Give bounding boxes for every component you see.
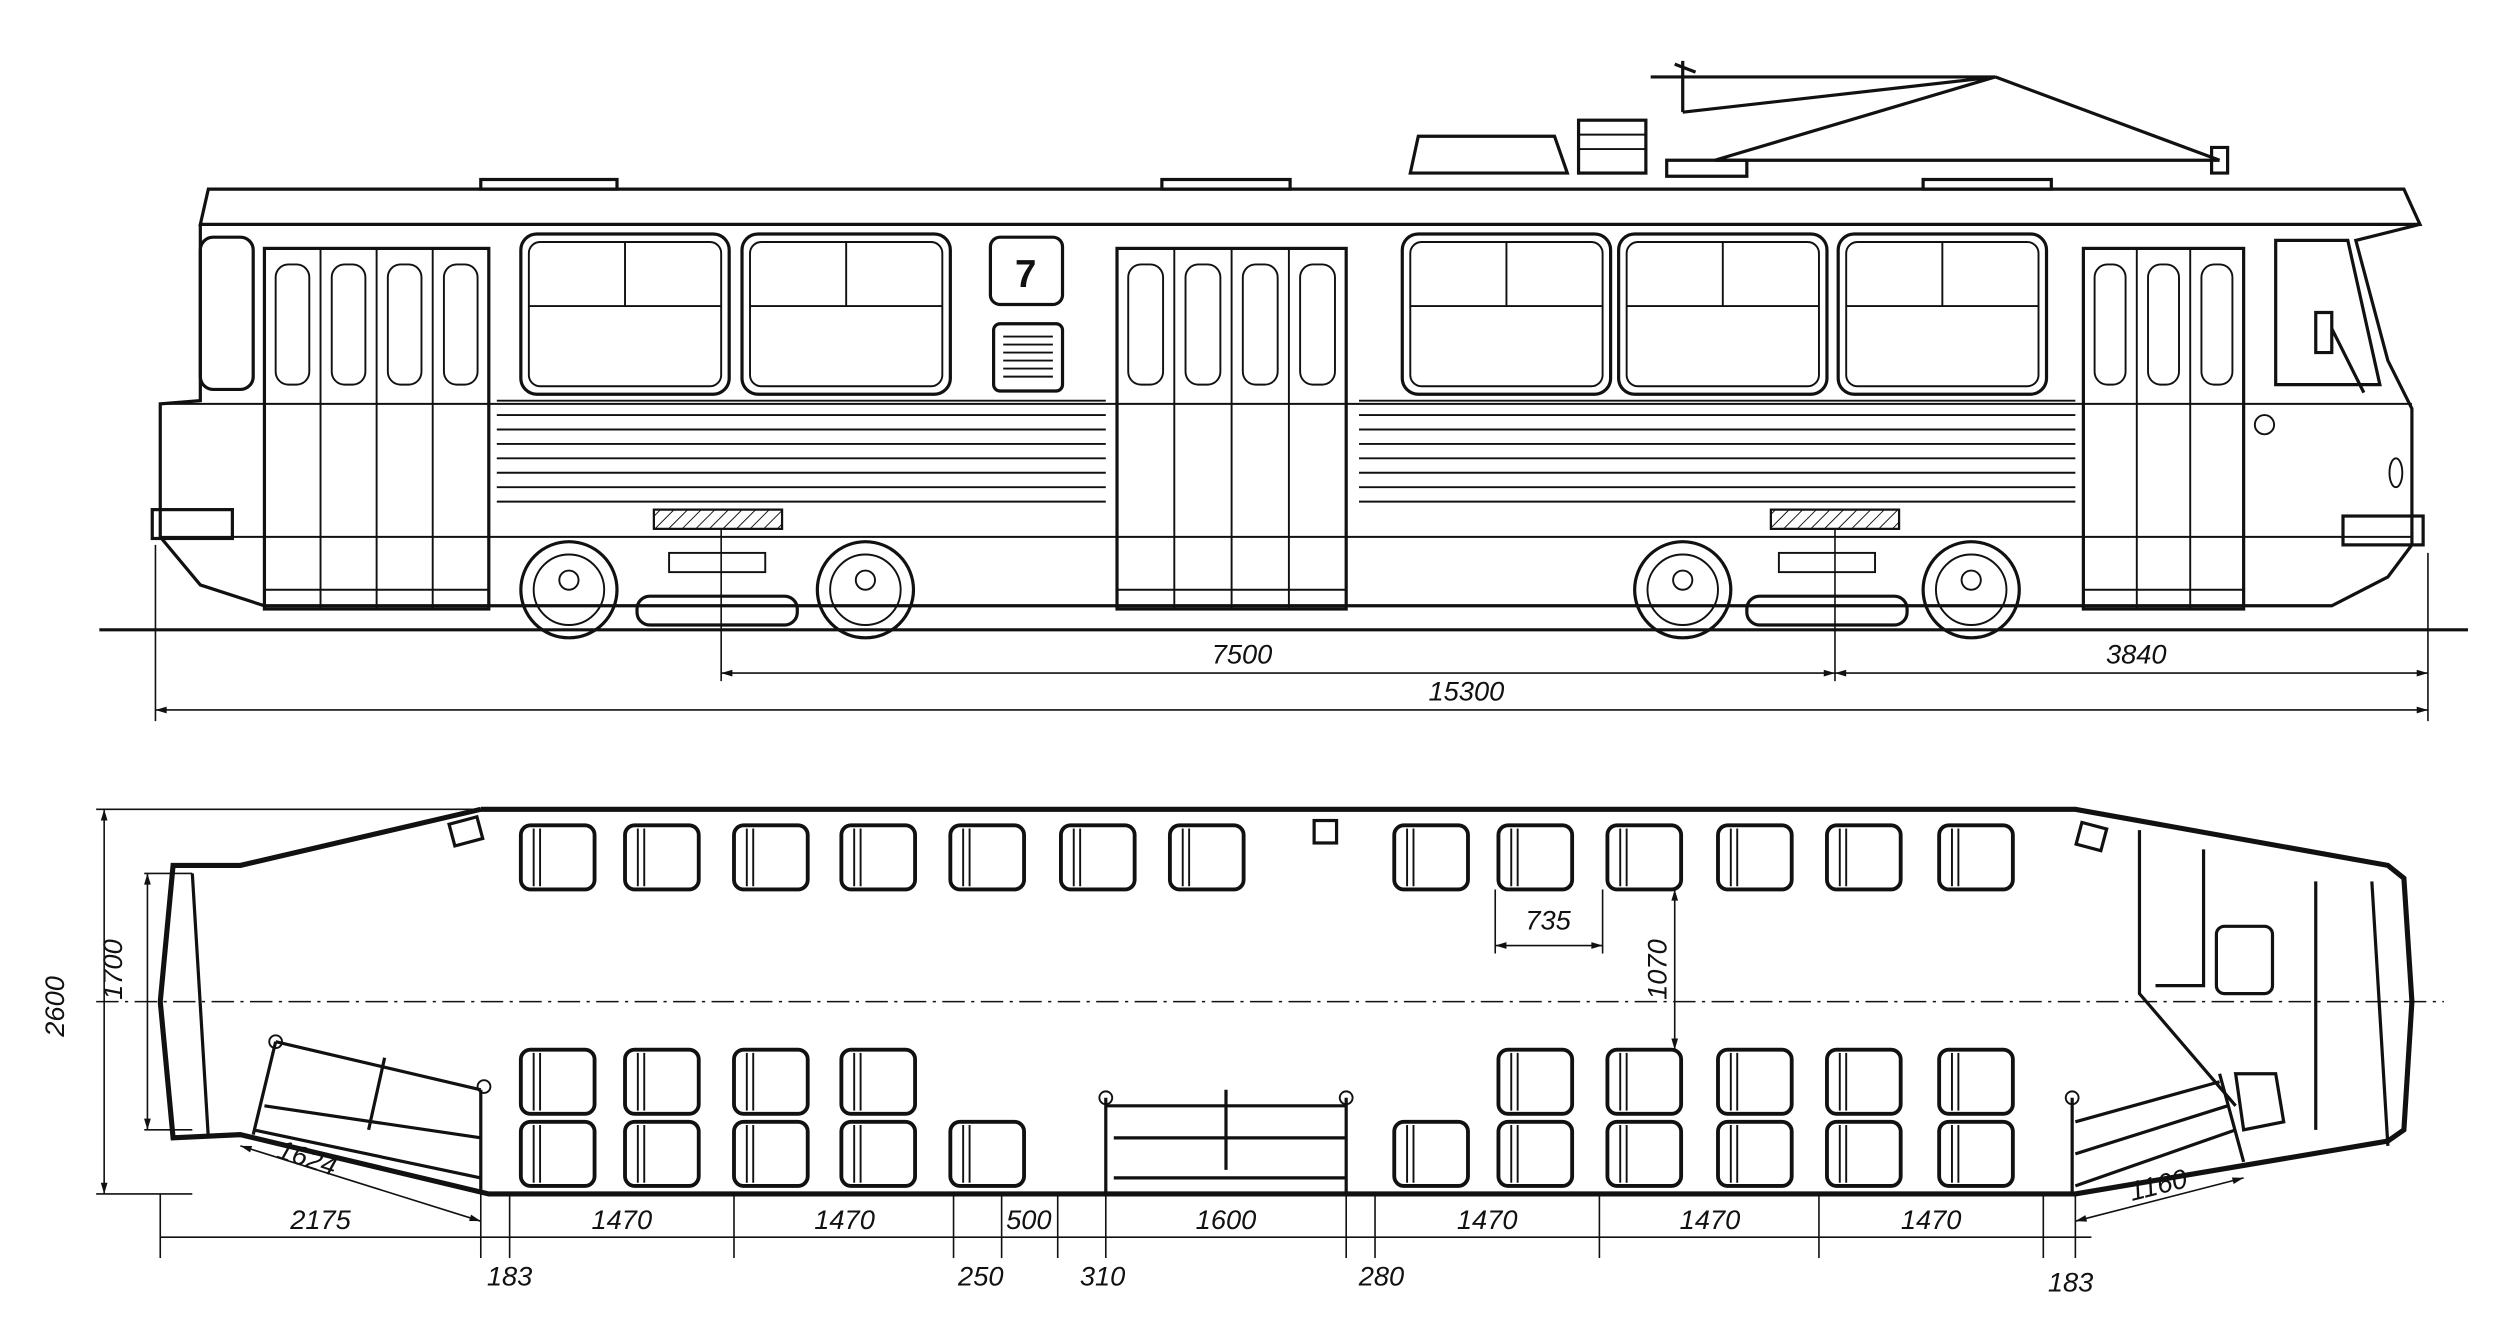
bogies <box>519 540 2021 640</box>
door-leaves-plan <box>251 1034 2246 1194</box>
dim-door-step: 1624 <box>274 1134 341 1182</box>
seat <box>1392 1119 1470 1188</box>
side-window <box>1400 232 1613 396</box>
doors <box>262 246 2246 611</box>
side-louvres <box>496 399 2076 503</box>
dim-bottom-row: 1470 <box>814 1204 875 1235</box>
side-window <box>1836 232 2049 396</box>
seat <box>1496 1047 1575 1116</box>
seat <box>1716 1119 1794 1188</box>
driver-cab <box>2137 830 2318 1132</box>
roof-equipment-box <box>1408 134 1570 175</box>
dim-cab-width: 1700 <box>97 939 128 1000</box>
seat <box>948 1119 1026 1188</box>
roof <box>198 187 2423 226</box>
side-windows <box>519 232 2049 396</box>
seats <box>518 823 2015 1188</box>
pantograph <box>1650 60 2230 178</box>
seat <box>1167 823 1246 892</box>
seat <box>1605 1119 1684 1188</box>
destination-board <box>1769 508 1901 530</box>
seat <box>1392 823 1470 892</box>
wheel <box>1633 540 1733 640</box>
side-window <box>519 232 731 396</box>
dim-aisle: 1070 <box>1642 939 1673 1000</box>
seat <box>1605 823 1684 892</box>
seat <box>732 1119 810 1188</box>
route-number-box <box>988 235 1065 307</box>
wheel <box>1921 540 2021 640</box>
dim-overall-width: 2600 <box>39 976 70 1038</box>
dim-small: 250 <box>957 1260 1003 1291</box>
dim-bottom-row: 1600 <box>1196 1204 1257 1235</box>
seat <box>1937 823 2015 892</box>
resistor-box <box>1576 118 1648 175</box>
plan-view: 2600 1700 735 1070 1624 1160 2175 1470 147… <box>39 806 2444 1298</box>
bogie-frame <box>635 594 799 627</box>
seat <box>623 1119 701 1188</box>
dim-bottom-row: 1470 <box>1457 1204 1518 1235</box>
dim-seat-pitch: 735 <box>1525 905 1571 936</box>
rear-window <box>198 235 255 392</box>
windscreen <box>2274 238 2382 387</box>
plan-dimensions: 2600 1700 735 1070 1624 1160 2175 1470 147… <box>39 808 2244 1298</box>
side-window <box>740 232 952 396</box>
wheel <box>815 540 916 640</box>
roof-vent <box>1160 177 1292 191</box>
dim-small: 183 <box>2048 1267 2093 1298</box>
roof-vent <box>479 177 619 191</box>
side-window <box>1617 232 1829 396</box>
dim-front-door: 1160 <box>2126 1163 2190 1207</box>
seat <box>1496 1119 1575 1188</box>
door <box>2081 246 2246 611</box>
driver-seat <box>2214 924 2275 996</box>
seat <box>1716 823 1794 892</box>
seat <box>1605 1047 1684 1116</box>
dim-bottom-row: 1470 <box>1680 1204 1741 1235</box>
seat <box>839 1119 918 1188</box>
dim-bottom-row: 1470 <box>1901 1204 1962 1235</box>
dim-small: 310 <box>1080 1260 1125 1291</box>
bumper-front <box>2341 514 2425 547</box>
dim-bottom-row: 1470 <box>592 1204 653 1235</box>
seat <box>1937 1047 2015 1116</box>
seat <box>839 823 918 892</box>
seat <box>518 1047 597 1116</box>
roof-vent <box>1921 177 2053 191</box>
dim-bottom-row: 500 <box>1006 1204 1051 1235</box>
seat <box>1937 1119 2015 1188</box>
seat <box>1825 823 1903 892</box>
dim-overall-length: 15300 <box>1429 675 1505 706</box>
seat <box>623 1047 701 1116</box>
seat <box>1825 1047 1903 1116</box>
ventilation-grille <box>992 322 1065 393</box>
seat <box>518 823 597 892</box>
seat <box>623 823 701 892</box>
seat <box>1496 823 1575 892</box>
seat <box>518 1119 597 1188</box>
side-dimensions: 7500 3840 15300 <box>154 528 2429 722</box>
route-number: 7 <box>1015 253 1036 296</box>
seat <box>948 823 1026 892</box>
dim-front-overhang: 3840 <box>2106 638 2167 669</box>
bumper-rear <box>150 508 234 541</box>
seat <box>839 1047 918 1116</box>
seat <box>1058 823 1137 892</box>
seat <box>732 823 810 892</box>
seat <box>732 1047 810 1116</box>
bogie-frame <box>1745 594 1909 627</box>
seat <box>1825 1119 1903 1188</box>
seat <box>1716 1047 1794 1116</box>
dim-small: 280 <box>1358 1260 1404 1291</box>
destination-board <box>652 508 784 530</box>
side-view: 7 7500 3840 15300 <box>99 60 2469 722</box>
dim-small: 183 <box>487 1260 532 1291</box>
dim-bogie-spacing: 7500 <box>1212 638 1273 669</box>
wheel <box>519 540 619 640</box>
dim-bottom-row: 2175 <box>289 1204 351 1235</box>
